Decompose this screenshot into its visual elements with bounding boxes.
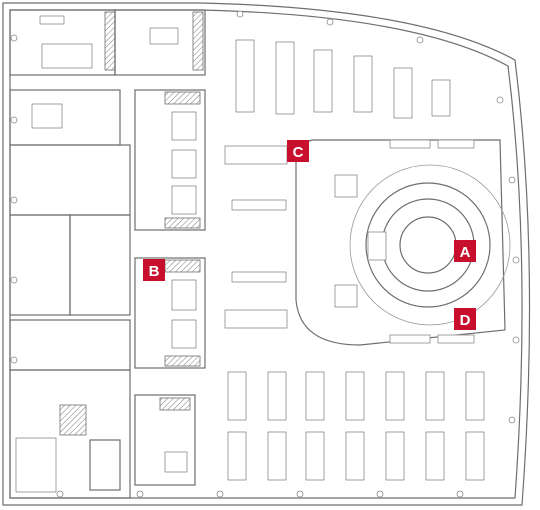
left-core (9, 9, 206, 499)
marker-c: C (287, 140, 309, 162)
marker-d: D (454, 308, 476, 330)
central-lounge (295, 139, 511, 346)
perimeter-columns (10, 10, 520, 498)
building-inner-outline (9, 9, 523, 499)
building-outline (2, 2, 531, 506)
center-core (134, 89, 206, 486)
desk-clusters-bottom (227, 371, 485, 481)
desk-clusters-top (224, 39, 451, 329)
marker-b: B (143, 259, 165, 281)
marker-a: A (454, 240, 476, 262)
